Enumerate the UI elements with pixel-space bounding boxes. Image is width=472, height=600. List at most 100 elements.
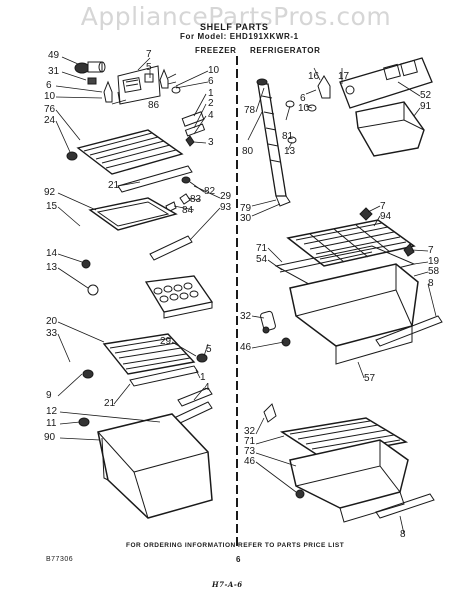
callout-91: 91: [420, 101, 432, 112]
freezer-bin-part: [97, 413, 213, 519]
callout-12: 12: [46, 406, 58, 417]
control-knob-part: [74, 61, 106, 74]
callout-13: 13: [284, 146, 296, 157]
trim-part-8: [375, 493, 435, 519]
callout-30: 30: [240, 213, 252, 224]
cap-part: [171, 86, 181, 94]
shelf-clip-part: [66, 151, 78, 161]
callout-20: 20: [46, 316, 58, 327]
clip-part-7: [403, 243, 415, 257]
callout-57: 57: [364, 373, 376, 384]
callout-86: 86: [148, 100, 160, 111]
callout-54: 54: [256, 254, 268, 265]
shelf-trim-part: [129, 365, 199, 387]
callout-6: 6: [300, 93, 306, 104]
callout-4: 4: [204, 382, 210, 393]
callout-14: 14: [46, 248, 58, 259]
clip-part-9: [82, 369, 94, 379]
trim-part-8: [375, 315, 443, 347]
callout-83: 83: [190, 194, 202, 205]
callout-11: 11: [46, 418, 57, 429]
callout-8: 8: [428, 278, 434, 289]
rail-part: [173, 401, 213, 425]
callout-6: 6: [46, 80, 52, 91]
callout-5: 5: [206, 344, 212, 355]
callout-21: 21: [108, 180, 120, 191]
callout-1: 1: [208, 88, 214, 99]
freezer-upper-wire-shelf: [76, 129, 184, 175]
callout-31: 31: [48, 66, 60, 77]
shelf-rail-part: [181, 111, 205, 127]
callout-80: 80: [242, 146, 254, 157]
small-part-11: [78, 417, 90, 427]
shelf-clip-part: [196, 353, 208, 363]
rail-part: [177, 387, 213, 407]
small-cap-part: [87, 77, 97, 85]
freezer-lower-wire-shelf: [102, 333, 196, 375]
callout-32: 32: [240, 311, 252, 322]
callout-21: 21: [104, 398, 116, 409]
callout-94: 94: [380, 211, 392, 222]
watermark: AppliancePartsPros.com: [80, 2, 392, 31]
callout-81: 81: [282, 131, 294, 142]
control-housing-part: [117, 65, 161, 105]
diagram-title: SHELF PARTS: [200, 22, 269, 32]
callout-58: 58: [428, 266, 440, 277]
callout-13: 13: [46, 262, 58, 273]
shelf-trim-part: [117, 165, 193, 193]
callout-33: 33: [46, 328, 58, 339]
cap-part: [307, 104, 317, 112]
callout-29: 29: [220, 191, 232, 202]
bracket-part: [159, 68, 169, 89]
crisper-pan-part: [289, 263, 419, 365]
callout-76: 76: [44, 104, 56, 115]
callout-7: 7: [428, 245, 434, 256]
callout-92: 92: [44, 187, 56, 198]
trim-part-93: [149, 235, 193, 261]
ice-cube-tray-part: [144, 275, 214, 319]
callout-4: 4: [208, 110, 214, 121]
callout-3: 3: [208, 137, 214, 148]
lower-drawer-part: [289, 439, 409, 523]
callout-10: 10: [208, 65, 220, 76]
ordering-note: FOR ORDERING INFORMATION REFER TO PARTS …: [126, 542, 345, 549]
callout-9: 9: [46, 390, 52, 401]
hinge-part-32: [263, 403, 277, 423]
clip-part-7: [359, 207, 373, 221]
callout-52: 52: [420, 90, 432, 101]
callout-82: 82: [204, 186, 216, 197]
callout-49: 49: [48, 50, 60, 61]
callout-78: 78: [244, 105, 256, 116]
refrigerator-upper-shelf: [286, 219, 416, 267]
callout-79: 79: [240, 203, 252, 214]
bracket-part: [103, 80, 113, 103]
callout-46: 46: [240, 342, 252, 353]
callout-84: 84: [182, 205, 194, 216]
callout-46: 46: [244, 456, 256, 467]
callout-10: 10: [44, 91, 56, 102]
grommet-part: [87, 284, 99, 296]
small-part-46: [295, 489, 305, 499]
vertical-shelf-rail-part: [256, 78, 291, 207]
callout-2: 2: [208, 98, 214, 109]
callout-32: 32: [244, 426, 256, 437]
handwritten-note: H7-A-6: [212, 580, 243, 589]
small-part-13: [287, 136, 297, 144]
callout-1: 1: [200, 372, 206, 383]
callout-10: 10: [298, 103, 310, 114]
bushing-part: [81, 259, 91, 269]
page-number: 6: [236, 555, 241, 564]
callout-15: 15: [46, 201, 58, 212]
callout-16: 16: [308, 71, 320, 82]
pin-part: [185, 135, 195, 147]
model-line: For Model: EHD191XKWR-1: [180, 32, 299, 41]
freezer-heading: FREEZER: [195, 46, 237, 55]
callout-6: 6: [208, 76, 214, 87]
callout-71: 71: [256, 243, 268, 254]
callout-8: 8: [400, 529, 406, 540]
callout-17: 17: [338, 71, 350, 82]
hinge-part: [260, 310, 276, 334]
figure-code: B77306: [46, 556, 74, 563]
